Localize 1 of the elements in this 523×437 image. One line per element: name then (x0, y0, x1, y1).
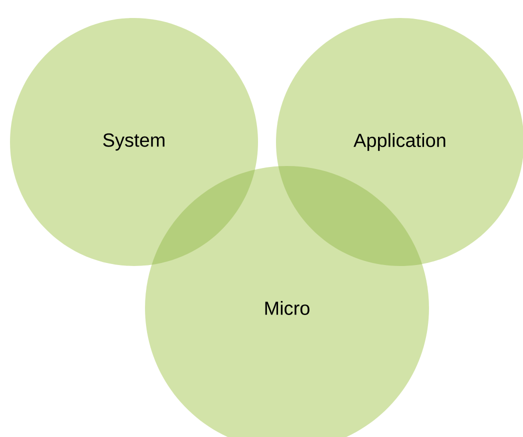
node-label: Micro (265, 301, 310, 315)
